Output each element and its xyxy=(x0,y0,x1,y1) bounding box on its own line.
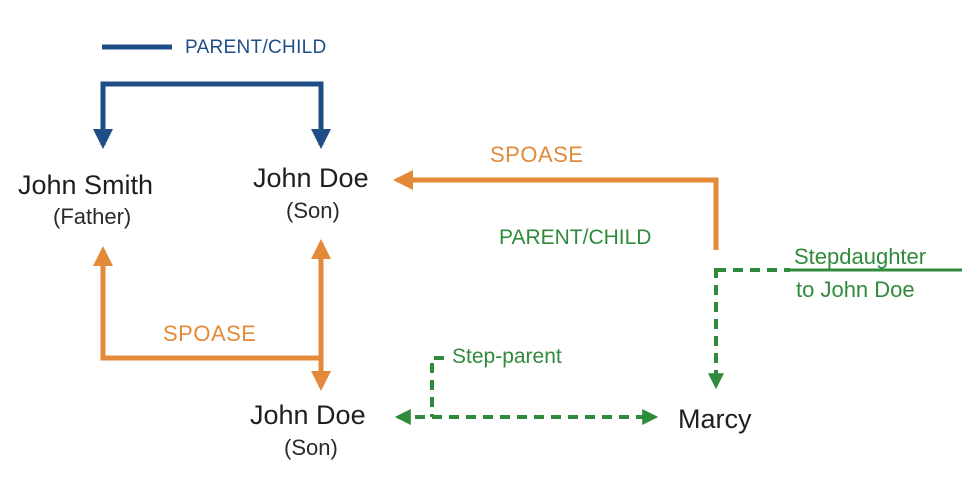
legend-parent-child-label: PARENT/CHILD xyxy=(185,37,327,58)
step-parent-connector xyxy=(430,356,444,417)
stepdaughter-label-line2: to John Doe xyxy=(796,277,915,302)
spouse-label-top: SPOASE xyxy=(490,142,584,167)
node-father-role: (Father) xyxy=(53,204,132,229)
stepdaughter-label-line1: Stepdaughter xyxy=(794,244,927,269)
spouse-connector-top xyxy=(393,170,719,250)
node-son-top-role: (Son) xyxy=(286,198,340,223)
node-son-top-name: John Doe xyxy=(253,163,369,193)
node-father-name: John Smith xyxy=(18,170,154,200)
node-marcy-name: Marcy xyxy=(678,404,752,434)
step-parent-label: Step-parent xyxy=(452,345,562,368)
spouse-label-left: SPOASE xyxy=(163,321,257,346)
node-son-bottom-name: John Doe xyxy=(250,400,366,430)
node-son-bottom-role: (Son) xyxy=(284,435,338,460)
parent-child-connector-blue xyxy=(93,81,331,149)
parent-child-label-green: PARENT/CHILD xyxy=(499,226,652,249)
spouse-connector-left xyxy=(93,246,321,361)
